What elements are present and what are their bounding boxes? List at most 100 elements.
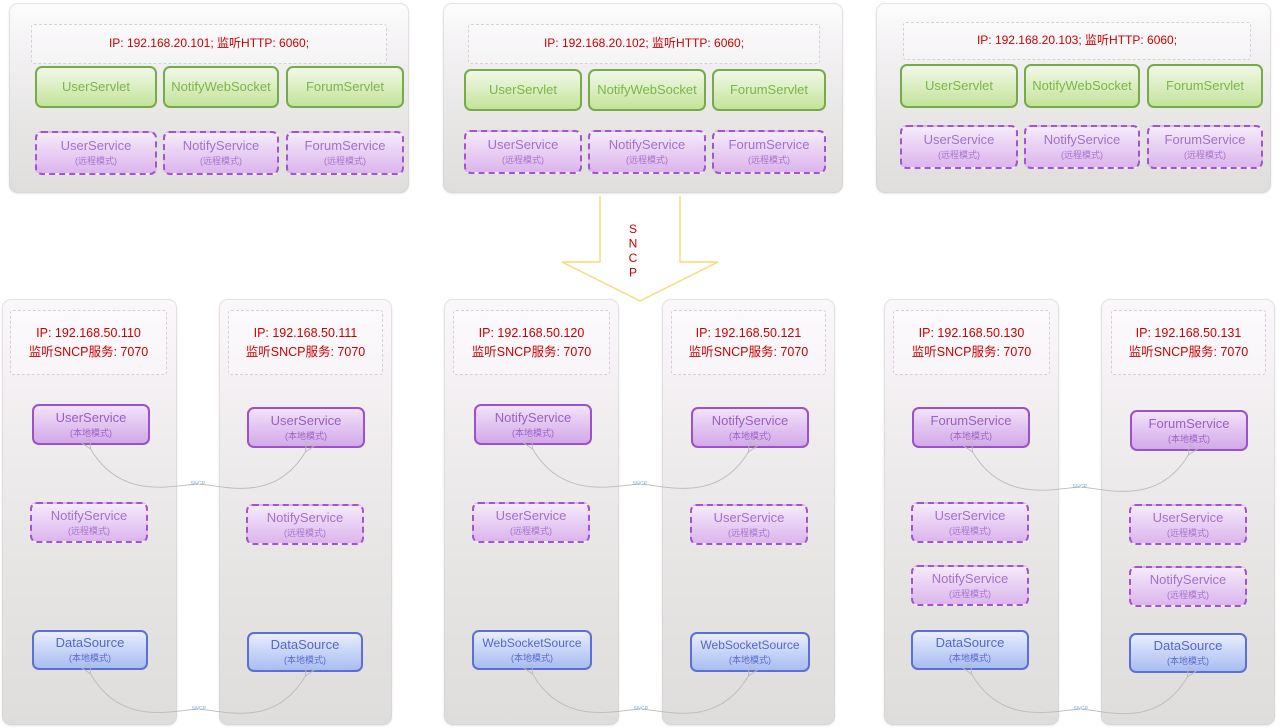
service-node-box[interactable]: NotifyService (本地模式)	[474, 404, 592, 445]
service-node-box[interactable]: NotifyService (远程模式)	[246, 504, 364, 545]
node-title: UserServlet	[925, 77, 993, 93]
service-node-box[interactable]: UserService (远程模式)	[911, 502, 1029, 543]
ip-line-address: IP: 192.168.50.121	[695, 326, 802, 341]
servlet-node[interactable]: ForumServlet	[712, 69, 826, 111]
node-mode: (本地模式)	[949, 653, 991, 664]
datasource-node-box[interactable]: DataSource (本地模式)	[247, 632, 363, 672]
datasource-node-box[interactable]: DataSource (本地模式)	[1129, 633, 1247, 673]
node-title: WebSocketSource	[700, 637, 800, 652]
servlet-node[interactable]: UserServlet	[464, 69, 582, 111]
node-mode: (本地模式)	[69, 653, 111, 664]
node-mode: (远程模式)	[1167, 527, 1209, 538]
node-title: WebSocketSource	[482, 635, 582, 650]
ip-header-box: IP: 192.168.50.121 监听SNCP服务: 7070	[671, 310, 826, 375]
service-node-panel: IP: 192.168.50.121 监听SNCP服务: 7070 Notify…	[662, 299, 835, 725]
node-title: ForumService	[1164, 132, 1246, 148]
node-mode: (本地模式)	[950, 430, 992, 441]
app-server-panel: IP: 192.168.20.101; 监听HTTP: 6060; UserSe…	[9, 3, 409, 193]
service-node-panel: IP: 192.168.50.120 监听SNCP服务: 7070 Notify…	[444, 299, 619, 725]
ip-line-port: 监听SNCP服务: 7070	[911, 344, 1032, 359]
service-node-box[interactable]: NotifyService (远程模式)	[911, 565, 1029, 606]
node-mode: (远程模式)	[626, 155, 668, 166]
service-node[interactable]: UserService (远程模式)	[900, 125, 1018, 169]
ip-line-address: IP: 192.168.50.110	[36, 326, 141, 341]
node-title: ForumServlet	[1165, 77, 1245, 93]
node-title: UserService	[923, 132, 995, 148]
node-title: NotifyService	[608, 137, 686, 153]
node-mode: (本地模式)	[70, 427, 112, 438]
ip-line-address: IP: 192.168.50.130	[918, 326, 1025, 341]
node-title: ForumServlet	[729, 81, 809, 97]
datasource-node-box[interactable]: DataSource (本地模式)	[32, 630, 148, 670]
node-title: ForumService	[728, 137, 810, 153]
node-mode: (远程模式)	[510, 525, 552, 536]
node-title: UserService	[934, 507, 1006, 523]
servlet-node[interactable]: UserServlet	[900, 64, 1018, 108]
ip-header-box: IP: 192.168.50.110 监听SNCP服务: 7070	[10, 310, 167, 375]
servlet-node[interactable]: NotifyWebSocket	[588, 69, 706, 111]
service-node-panel: IP: 192.168.50.130 监听SNCP服务: 7070 ForumS…	[884, 299, 1059, 725]
service-node-box[interactable]: NotifyService (本地模式)	[691, 407, 809, 448]
node-title: DataSource	[55, 635, 125, 651]
service-node[interactable]: NotifyService (远程模式)	[163, 131, 279, 175]
node-title: NotifyService	[182, 138, 260, 154]
node-title: NotifyWebSocket	[1032, 77, 1132, 93]
node-mode: (远程模式)	[284, 527, 326, 538]
service-node[interactable]: ForumService (远程模式)	[1147, 125, 1263, 169]
servlet-node[interactable]: UserServlet	[35, 66, 157, 108]
node-title: ForumServlet	[305, 78, 385, 94]
node-title: NotifyWebSocket	[597, 81, 697, 97]
service-node[interactable]: UserService (远程模式)	[35, 131, 157, 175]
servlet-node[interactable]: ForumServlet	[286, 66, 404, 108]
node-mode: (远程模式)	[68, 525, 110, 536]
link-label: SNCP	[190, 481, 206, 487]
service-node[interactable]: ForumService (远程模式)	[712, 130, 826, 174]
datasource-node-box[interactable]: WebSocketSource (本地模式)	[472, 630, 592, 670]
ip-header-box: IP: 192.168.20.101; 监听HTTP: 6060;	[31, 24, 387, 64]
servlet-node[interactable]: NotifyWebSocket	[163, 66, 279, 108]
node-mode: (本地模式)	[284, 655, 326, 666]
service-node-box[interactable]: ForumService (本地模式)	[912, 407, 1030, 448]
node-mode: (本地模式)	[729, 654, 771, 665]
service-node-box[interactable]: UserService (远程模式)	[472, 502, 590, 543]
servlet-node[interactable]: ForumServlet	[1147, 64, 1263, 108]
link-label: SNCP	[632, 481, 648, 487]
service-node-box[interactable]: ForumService (本地模式)	[1130, 410, 1248, 451]
ip-header-box: IP: 192.168.50.120 监听SNCP服务: 7070	[453, 310, 610, 375]
service-node[interactable]: NotifyService (远程模式)	[1024, 125, 1140, 169]
service-node[interactable]: UserService (远程模式)	[464, 130, 582, 174]
datasource-node-box[interactable]: DataSource (本地模式)	[911, 630, 1029, 670]
node-mode: (远程模式)	[324, 156, 366, 167]
node-mode: (本地模式)	[1168, 433, 1210, 444]
service-node[interactable]: ForumService (远程模式)	[286, 131, 404, 175]
service-node-box[interactable]: UserService (远程模式)	[690, 504, 808, 545]
app-server-panel: IP: 192.168.20.102; 监听HTTP: 6060; UserSe…	[443, 3, 843, 193]
ip-line-port: 监听SNCP服务: 7070	[688, 344, 809, 359]
service-node-box[interactable]: NotifyService (远程模式)	[30, 502, 148, 543]
node-title: UserServlet	[62, 78, 130, 94]
service-node-box[interactable]: UserService (远程模式)	[1129, 504, 1247, 545]
datasource-node-box[interactable]: WebSocketSource (本地模式)	[690, 632, 810, 672]
servlet-node[interactable]: NotifyWebSocket	[1024, 64, 1140, 108]
node-title: UserService	[55, 409, 127, 425]
node-title: ForumService	[930, 412, 1012, 428]
service-node[interactable]: NotifyService (远程模式)	[588, 130, 706, 174]
node-title: DataSource	[270, 637, 340, 653]
node-title: UserServlet	[489, 81, 557, 97]
node-mode: (本地模式)	[512, 427, 554, 438]
ip-header-box: IP: 192.168.50.130 监听SNCP服务: 7070	[893, 310, 1050, 375]
ip-header-box: IP: 192.168.50.131 监听SNCP服务: 7070	[1111, 310, 1266, 375]
node-title: ForumService	[1148, 415, 1230, 431]
ip-line-port: 监听SNCP服务: 7070	[28, 344, 149, 359]
service-node-box[interactable]: NotifyService (远程模式)	[1129, 566, 1247, 607]
node-title: NotifyService	[494, 409, 572, 425]
node-title: NotifyService	[1149, 571, 1227, 587]
node-mode: (远程模式)	[949, 588, 991, 599]
service-node-box[interactable]: UserService (本地模式)	[247, 407, 365, 448]
node-title: NotifyService	[711, 412, 789, 428]
link-label: SNCP	[191, 706, 207, 712]
node-mode: (远程模式)	[1184, 150, 1226, 161]
service-node-box[interactable]: UserService (本地模式)	[32, 404, 150, 445]
node-mode: (远程模式)	[200, 156, 242, 167]
